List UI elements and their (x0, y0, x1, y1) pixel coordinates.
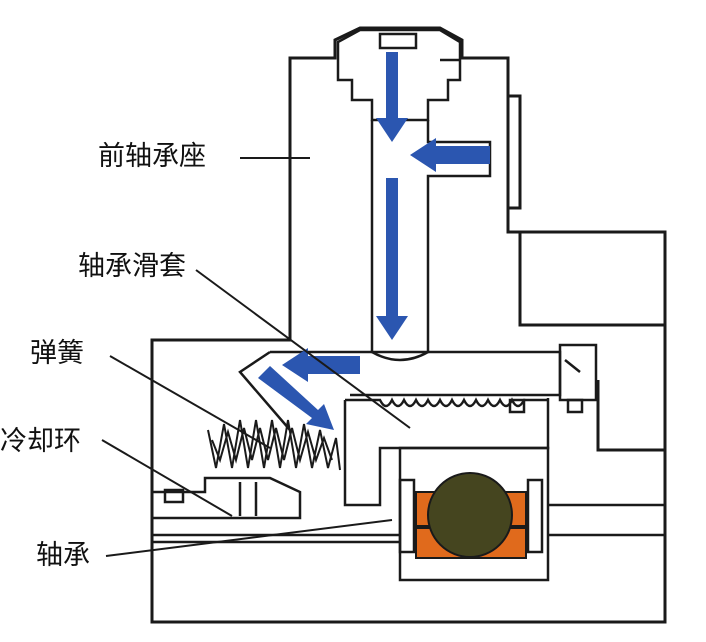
flow-arrow-left-inlet (410, 138, 490, 172)
leader-spring (109, 355, 271, 449)
spindle-shaft (152, 503, 665, 544)
leader-cooling-ring (101, 439, 233, 517)
flow-arrow-diagonal (258, 366, 334, 430)
label-cooling-ring: 冷却环 (0, 426, 81, 457)
bearing-sleeve-body (343, 397, 584, 507)
label-front-bearing-housing: 前轴承座 (98, 141, 206, 172)
label-bearing: 轴承 (36, 540, 90, 571)
vertical-channel (370, 120, 492, 362)
housing-outline (150, 26, 667, 624)
leader-bearing-sleeve (195, 269, 411, 429)
label-spring: 弹簧 (30, 338, 84, 369)
coolant-flow-arrows (258, 52, 490, 430)
label-bearing-sleeve: 轴承滑套 (78, 251, 186, 282)
top-cap (336, 28, 462, 122)
leader-bearing (105, 519, 393, 557)
spring-coil (207, 419, 341, 471)
flow-arrow-down-2 (376, 178, 408, 340)
bearing-ball (427, 472, 513, 558)
flow-arrow-down-1 (376, 52, 408, 142)
leader-lines (101, 157, 411, 557)
cooling-ring (152, 476, 302, 520)
flow-arrow-left-horizontal (282, 348, 360, 382)
bearing-housing (398, 446, 550, 582)
bearing (415, 472, 527, 559)
